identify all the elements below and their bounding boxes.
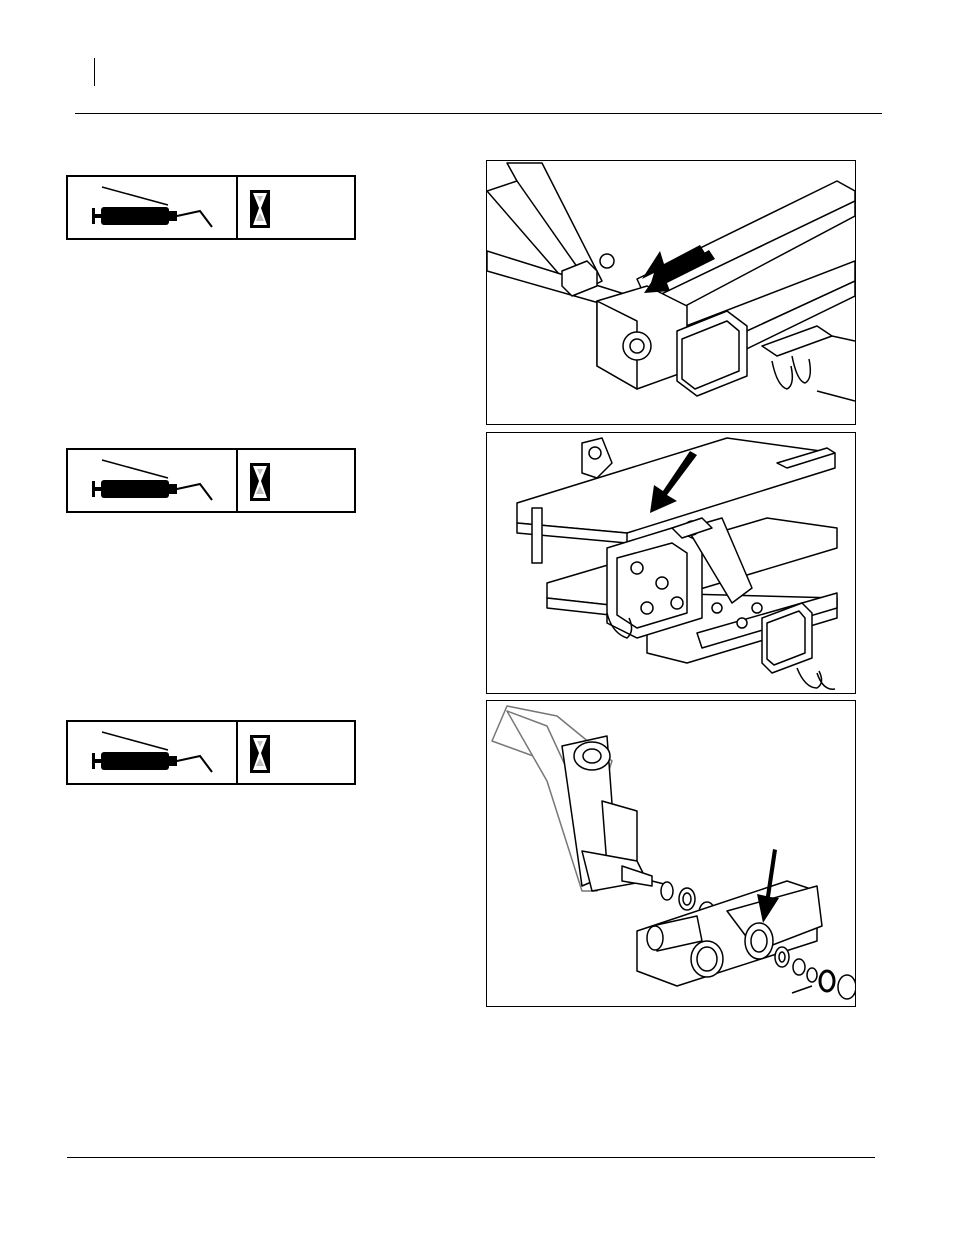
hourglass-icon [238, 177, 358, 238]
interval-cell [238, 722, 354, 783]
grease-gun-cell [68, 177, 238, 238]
grease-gun-icon [68, 450, 236, 511]
frame-hinge-pivot-illustration [487, 161, 855, 424]
figure-wheel-hub [486, 700, 856, 1007]
grease-gun-cell [68, 450, 238, 511]
hourglass-icon [238, 722, 358, 783]
grease-gun-icon [68, 177, 236, 238]
figure-frame-hinge [486, 160, 856, 425]
interval-cell [238, 177, 354, 238]
grease-gun-cell [68, 722, 238, 783]
interval-cell [238, 450, 354, 511]
hitch-bracket-illustration [487, 433, 855, 693]
grease-gun-icon [68, 722, 236, 783]
figure-hitch-bracket [486, 432, 856, 694]
header-rule [75, 113, 882, 114]
lube-symbol-box-3 [66, 720, 356, 785]
lube-symbol-box-1 [66, 175, 356, 240]
footer-rule [67, 1157, 875, 1158]
header-margin-mark [94, 58, 95, 86]
lube-symbol-box-2 [66, 448, 356, 513]
hourglass-icon [238, 450, 358, 511]
wheel-hub-spindle-exploded-illustration [487, 701, 855, 1006]
